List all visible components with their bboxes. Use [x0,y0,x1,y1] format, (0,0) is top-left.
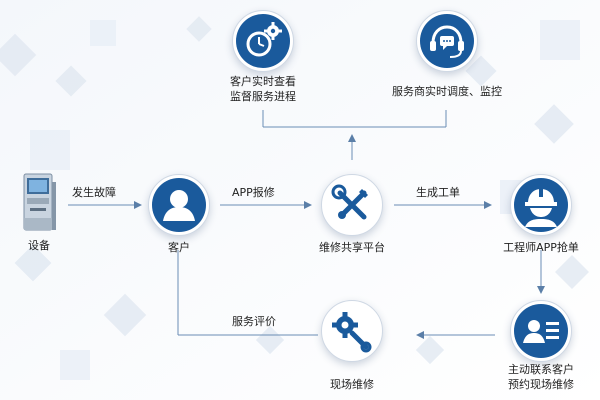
dispatch-node [416,10,478,72]
gear-wrench-icon [325,304,379,358]
contact-label-line2: 预约现场维修 [508,378,574,391]
tools-icon [325,178,379,232]
monitor-label-line1: 客户实时查看 [230,75,296,88]
device-label: 设备 [28,239,50,252]
monitor-node [232,10,294,72]
edge-label-fault: 发生故障 [72,186,116,199]
platform-label: 维修共享平台 [319,241,385,254]
onsite-label: 现场维修 [330,378,374,391]
customer-node [148,174,210,236]
contact-node [510,300,572,362]
onsite-node [321,300,383,362]
customer-label: 客户 [168,241,190,254]
platform-node [321,174,383,236]
contact-card-icon [514,304,568,358]
headset-icon [420,14,474,68]
atm-kiosk-icon [23,173,56,231]
engineer-label: 工程师APP抢单 [503,241,579,254]
engineer-helmet-icon [514,178,568,232]
user-icon [152,178,206,232]
contact-label-line1: 主动联系客户 [508,363,574,376]
dispatch-label: 服务商实时调度、监控 [392,85,502,98]
edge-label-create-order: 生成工单 [416,186,460,199]
edge-label-app-report: APP报修 [232,186,275,199]
clock-gear-icon [236,14,290,68]
monitor-label-line2: 监督服务进程 [230,90,296,103]
edge-label-review: 服务评价 [232,315,276,328]
engineer-node [510,174,572,236]
